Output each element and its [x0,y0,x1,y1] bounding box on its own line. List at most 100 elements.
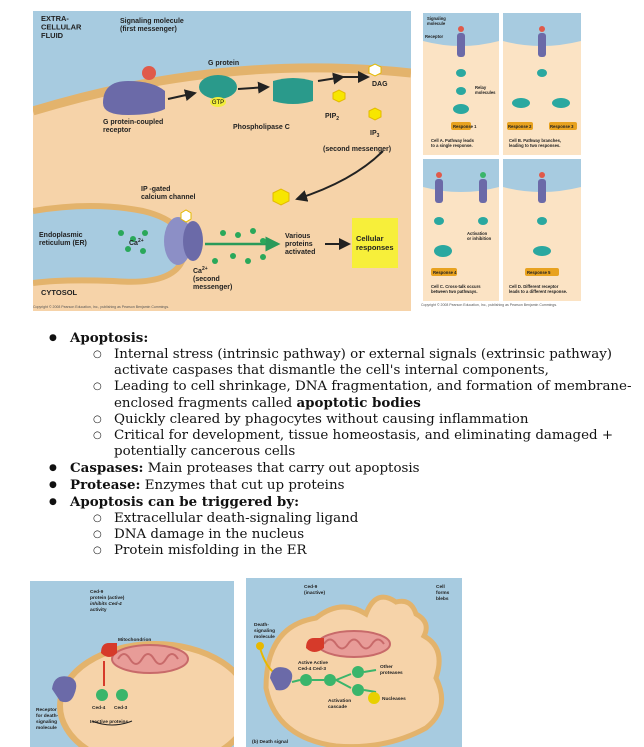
active-line1: Active Active [298,660,328,666]
note-caspases: Caspases: Main proteases that carry out … [0,460,644,477]
cell-c-line1: Cell C. Cross-talk occurs [431,284,481,289]
gpcr-line2: receptor [103,127,131,134]
apoptosis-notes: Apoptosis: Internal stress (intrinsic pa… [0,330,644,559]
svg-text:Signaling molecule(first messe: Signaling molecule(first messenger) [120,18,184,33]
trigger-2: DNA damage in the nucleus [0,527,644,543]
cellular-line1: Cellular [356,234,384,243]
active-line2: Ced-4 Ced-3 [298,666,326,672]
death-signal-caption: (b) Death signal [252,739,288,745]
receptor-label: Receptor [425,34,444,39]
fig2-copyright: Copyright © 2008 Pearson Education, Inc.… [421,303,558,307]
ca-second-line2: (second [193,276,220,283]
pip2-label: PIP [325,113,337,120]
ip3-gated-line2: calcium channel [141,194,196,201]
cytosol-label: CYTOSOL [41,288,78,297]
cell-d-line2: leads to a different response. [509,289,567,294]
relay-line1: Relay [475,85,487,90]
response5-label: Response 5 [527,270,551,275]
er-line2: reticulum (ER) [39,240,87,247]
sub-4-text: Critical for development, tissue homeost… [114,428,614,459]
response4-label: Response 4 [433,270,457,275]
ced9-line4: activity [90,607,107,613]
relay-line2: molecule [475,90,494,95]
gpcr-line1: G protein-coupled [103,119,163,126]
other-line2: proteases [380,670,403,676]
fig1-copyright: Copyright © 2008 Pearson Education, Inc.… [33,305,170,309]
trigger-1: Extracellular death-signaling ligand [0,511,644,527]
sub-1-text: Internal stress (intrinsic pathway) or e… [114,347,613,378]
ced9-inactive-line1: Ced-9 [304,584,318,590]
death-signal-line1: Death- [254,622,269,628]
svg-text:Cell B. Pathway branches,leadi: Cell B. Pathway branches,leading to two … [509,138,561,148]
death-signal-line2: signaling [254,628,275,634]
nucleases-label: Nucleases [382,696,406,702]
ca-er-label: Ca [129,240,138,247]
mitochondrion-shape-2 [317,630,391,658]
activation-line1: Activation [467,231,488,236]
svg-text:IP3: IP3 [370,130,380,139]
cell-c-line2: between two pathways. [431,289,478,294]
response3-label: Response 3 [550,124,574,129]
ced4-label: Ced-4 [92,705,106,711]
extracellular-line3: FLUID [41,31,64,40]
trigger-3-text: Protein misfolding in the ER [114,543,307,558]
sig-mol-line1: Signaling [427,16,446,21]
various-line3: activated [285,249,315,256]
er-line1: Endoplasmic [39,232,83,239]
ced9-line2: protein (active) [90,595,125,601]
dag-label: DAG [372,81,388,88]
relay-line3: s [493,90,496,95]
svg-text:PIP2: PIP2 [325,113,339,122]
ced9-line3: inhibits Ced-4 [90,601,122,607]
various-line1: Various [285,233,310,240]
blebs-line2: forms [436,590,450,596]
note-apoptosis-sub-3: Quickly cleared by phagocytes without ca… [0,412,644,428]
receptor-line3: signaling [36,719,57,725]
signaling-line2: (first messenger) [120,26,177,33]
ca-second-sup: 2+ [202,266,208,272]
note-apoptosis-sub-1: Internal stress (intrinsic pathway) or e… [0,347,644,379]
cell-b-line1: Cell B. Pathway branches, [509,138,561,143]
activation-line2: or inhibition [467,236,492,241]
note-protease: Protease: Enzymes that cut up proteins [0,477,644,494]
extracellular-line1: EXTRA- [41,14,69,23]
ip3-label: IP [370,130,377,137]
receptor-line4: molecule [36,725,57,731]
protease-label: Protease: [70,477,141,493]
receptor-line1: Receptor [36,707,57,713]
trigger-2-text: DNA damage in the nucleus [114,527,305,542]
cell-d-line1: Cell D. Different receptor [509,284,559,289]
caspases-label: Caspases: [70,460,144,476]
cascade-line1: Activation [328,698,351,704]
ca-second-line3: messenger) [193,284,232,291]
protease-text: Enzymes that cut up proteins [140,478,345,493]
sig-mol-line2: molecule [427,21,446,26]
note-apoptosis-sub-4: Critical for development, tissue homeost… [0,428,644,460]
svg-text:Ca2+: Ca2+ [129,238,144,247]
trigger-1-text: Extracellular death-signaling ligand [114,511,359,526]
second-messenger-label: (second messenger) [323,146,391,153]
gpcr-receptor-shape [103,66,165,115]
apoptotic-bodies-term: apoptotic bodies [296,395,421,411]
cell-a-line1: Cell A. Pathway leads [431,138,475,143]
death-signal-line3: molecule [254,634,275,640]
